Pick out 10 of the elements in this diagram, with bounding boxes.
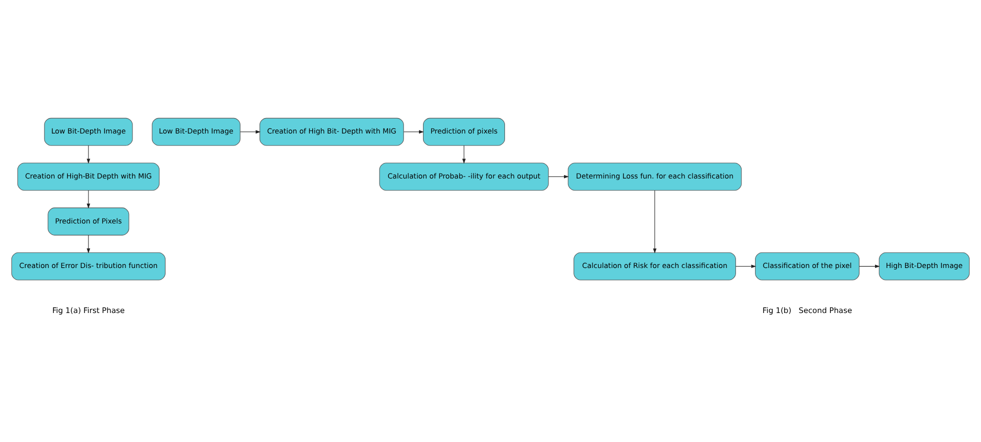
arrow bbox=[653, 190, 656, 253]
arrow bbox=[736, 264, 756, 268]
arrow bbox=[86, 144, 90, 164]
arrow bbox=[462, 144, 466, 164]
arrow bbox=[548, 174, 569, 178]
arrow bbox=[86, 190, 90, 208]
arrow bbox=[240, 130, 261, 134]
arrow bbox=[859, 264, 880, 268]
arrow bbox=[86, 234, 90, 253]
arrow bbox=[404, 130, 424, 134]
